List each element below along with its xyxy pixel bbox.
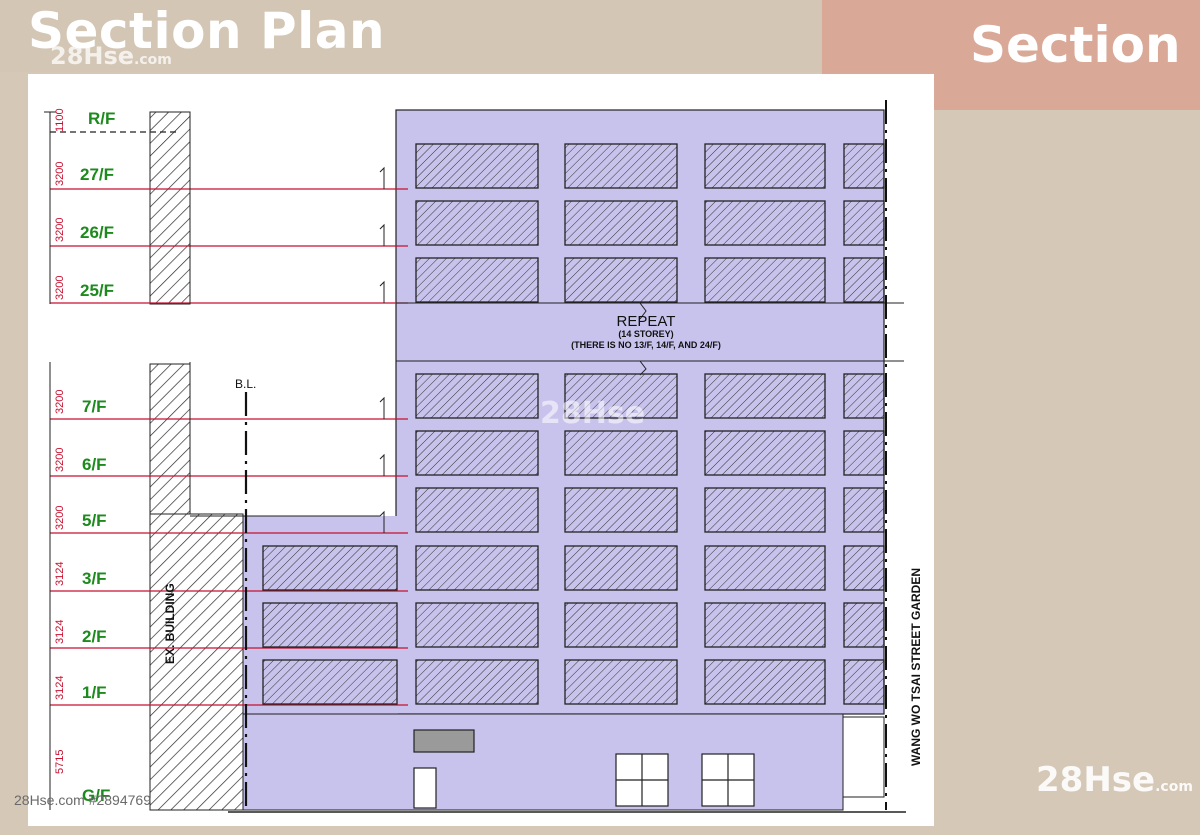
floor-label-1f: 1/F	[82, 683, 107, 702]
ground-floor-features	[228, 729, 906, 813]
floor-lines	[50, 131, 408, 706]
height-2f: 3124	[54, 620, 66, 644]
ex-building-label: EX. BUILDING	[163, 583, 177, 664]
height-7f: 3200	[54, 390, 66, 414]
floor-label-3f: 3/F	[82, 569, 107, 588]
height-5f: 3200	[54, 506, 66, 530]
page-title: Section Plan	[28, 2, 386, 60]
floor-label-gf: G/F	[82, 786, 110, 805]
floor-labels: R/F 27/F 26/F 25/F 7/F 6/F 5/F 3/F 2/F 1…	[80, 109, 115, 805]
section-tab-label: Section	[970, 16, 1181, 74]
height-6f: 3200	[54, 448, 66, 472]
repeat-note: REPEAT (14 STOREY) (THERE IS NO 13/F, 14…	[571, 313, 721, 350]
brand-watermark-top: 28Hse.com	[50, 42, 172, 70]
floor-label-2f: 2/F	[82, 627, 107, 646]
repeat-title: REPEAT	[617, 313, 676, 330]
brand-watermark-center: 28Hse	[540, 396, 646, 431]
ex-building-hatch	[149, 111, 244, 811]
repeat-break	[396, 302, 904, 376]
height-gf: 5715	[54, 750, 66, 774]
height-3f: 3124	[54, 562, 66, 586]
height-25f: 3200	[54, 276, 66, 300]
section-drawing: R/F 27/F 26/F 25/F 7/F 6/F 5/F 3/F 2/F 1…	[28, 74, 934, 826]
header-band	[0, 0, 822, 72]
height-26f: 3200	[54, 218, 66, 242]
floor-label-7f: 7/F	[82, 397, 107, 416]
street-label: WANG WO TSAI STREET GARDEN	[909, 568, 923, 766]
bl-label: B.L.	[235, 377, 256, 391]
repeat-line2: (THERE IS NO 13/F, 14/F, AND 24/F)	[571, 340, 721, 350]
floor-label-5f: 5/F	[82, 511, 107, 530]
height-1f: 3124	[54, 676, 66, 700]
height-27f: 3200	[54, 162, 66, 186]
brand-watermark-bottom: 28Hse.com	[1036, 760, 1193, 800]
floor-label-6f: 6/F	[82, 455, 107, 474]
floor-label-27f: 27/F	[80, 165, 114, 184]
floor-heights: 1100 3200 3200 3200 3200 3200 3200 3124 …	[54, 108, 66, 774]
dimension-strip	[44, 111, 56, 810]
building-line: B.L.	[235, 377, 256, 810]
section-svg: R/F 27/F 26/F 25/F 7/F 6/F 5/F 3/F 2/F 1…	[44, 100, 923, 813]
balcony-edges	[189, 112, 385, 533]
floor-label-25f: 25/F	[80, 281, 114, 300]
repeat-line1: (14 STOREY)	[618, 329, 673, 339]
floor-label-rf: R/F	[88, 109, 115, 128]
listing-watermark: 28Hse.com #2894769	[14, 792, 151, 808]
floor-label-26f: 26/F	[80, 223, 114, 242]
height-rf: 1100	[54, 108, 66, 132]
windows	[262, 143, 885, 705]
